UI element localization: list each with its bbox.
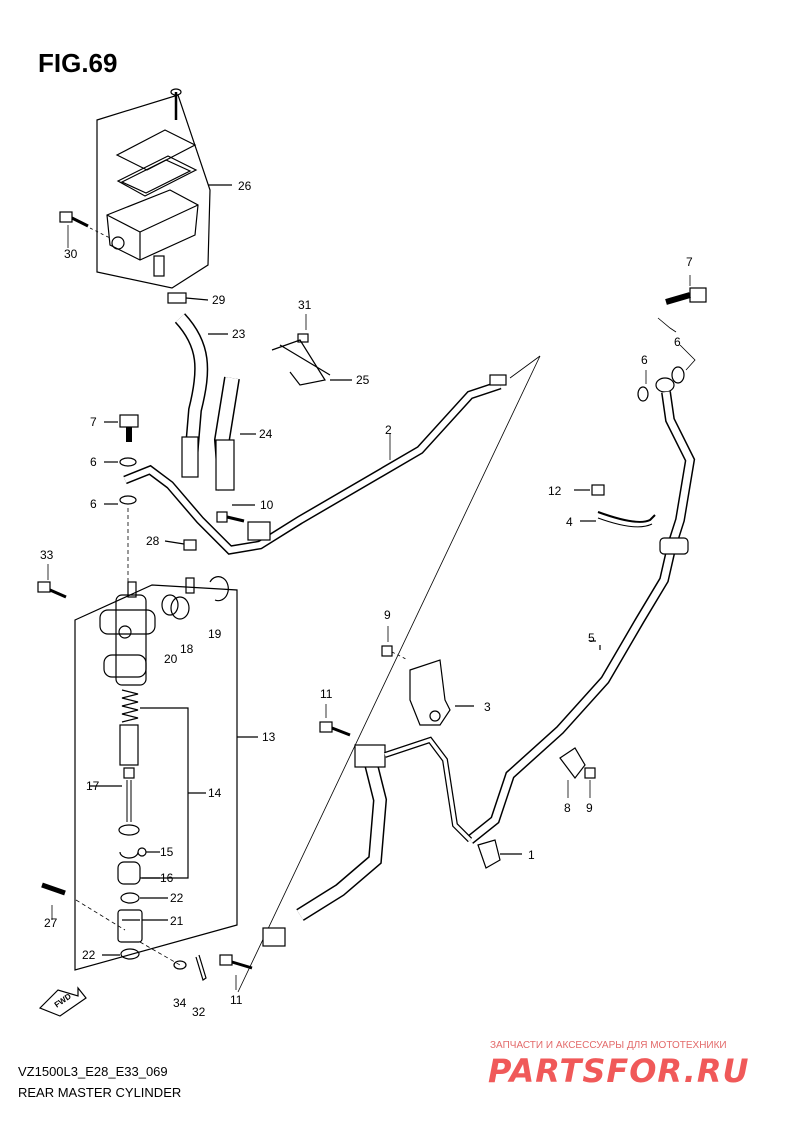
callout-3: 3 [484,700,491,714]
clip-28 [183,539,197,551]
callout-27: 27 [44,916,58,930]
bolt-10 [216,504,255,523]
washer-6-upper [119,457,137,467]
bolt-12 [574,484,605,496]
brake-hose-2 [123,374,507,555]
nut-22-upper [120,892,140,904]
clamp-29 [167,292,209,304]
bracket-25 [271,339,352,386]
callout-5: 5 [588,631,595,645]
callout-6-right-a: 6 [641,353,648,367]
master-cylinder-group-frame [74,584,238,971]
washer-6-right-a [637,386,649,402]
watermark-subtitle: ЗАПЧАСТИ И АКСЕССУАРЫ ДЛЯ МОТОТЕХНИКИ [490,1040,727,1051]
callout-23: 23 [232,327,246,341]
callout-29: 29 [212,293,226,307]
callout-11-upper: 11 [320,687,333,701]
bolt-33 [37,564,67,599]
pin-27 [41,882,66,920]
callout-30: 30 [64,247,78,261]
callout-28: 28 [146,534,160,548]
callout-6-upper: 6 [90,455,97,469]
callout-8: 8 [564,801,571,815]
reservoir-body [106,189,199,277]
callout-2: 2 [385,423,392,437]
callout-22-upper: 22 [170,891,184,905]
callout-15: 15 [160,845,174,859]
connector-18-20 [161,576,229,620]
callout-14: 14 [208,786,222,800]
callout-33: 33 [40,548,54,562]
reservoir-screw [170,88,182,120]
callout-13: 13 [262,730,276,744]
callout-22-lower: 22 [82,948,96,962]
callout-4: 4 [566,515,573,529]
bolt-31 [297,314,309,343]
callout-1: 1 [528,848,535,862]
callout-11-lower: 11 [230,993,243,1007]
bolt-11-lower [219,954,253,990]
callout-21: 21 [170,914,184,928]
washer-6-lower [119,495,137,505]
figure-caption: REAR MASTER CYLINDER [18,1085,182,1100]
master-cylinder-body [99,581,156,686]
hose-24 [213,376,256,491]
callout-9-lower: 9 [586,801,593,815]
watermark-logo: PARTSFOR.RU [488,1052,750,1090]
callout-9-upper: 9 [384,608,391,622]
clip-1 [477,839,522,869]
clip-8 [559,747,586,798]
washer-6-right-b [671,366,685,384]
brake-hose-lower [262,736,473,947]
bolt-9-lower [584,767,596,798]
model-code: VZ1500L3_E28_E33_069 [18,1064,168,1079]
bracket-3 [409,659,474,726]
bolt-30 [59,211,111,239]
callout-26: 26 [238,179,252,193]
piston-spring [117,689,147,885]
callout-6-right-b: 6 [674,335,681,349]
callout-7-right: 7 [686,255,693,269]
clamp-4 [580,511,656,528]
bolt-9-upper [381,626,409,661]
callout-20: 20 [164,652,178,666]
callout-19: 19 [208,627,222,641]
callout-32: 32 [192,1005,206,1019]
callout-17: 17 [86,779,100,793]
brake-hose-5 [466,377,696,844]
bolt-7-right [665,275,707,305]
clevis-21 [117,909,168,943]
callout-12: 12 [548,484,562,498]
bolt-11-upper [319,704,351,737]
cotter-pin-32 [195,954,207,981]
callout-7-left: 7 [90,415,97,429]
callout-18: 18 [180,642,194,656]
nut-22-lower [120,948,140,960]
figure-title: FIG.69 [38,48,118,78]
fwd-arrow [38,986,87,1017]
callout-25: 25 [356,373,370,387]
reservoir-cap [115,129,197,171]
callout-31: 31 [298,298,312,312]
washer-34 [173,960,187,970]
callout-16: 16 [160,871,174,885]
callout-24: 24 [259,427,273,441]
callout-6-lower: 6 [90,497,97,511]
callout-34: 34 [173,996,187,1010]
hose-23 [174,313,228,478]
bolt-7-left [104,414,139,442]
callout-10: 10 [260,498,274,512]
